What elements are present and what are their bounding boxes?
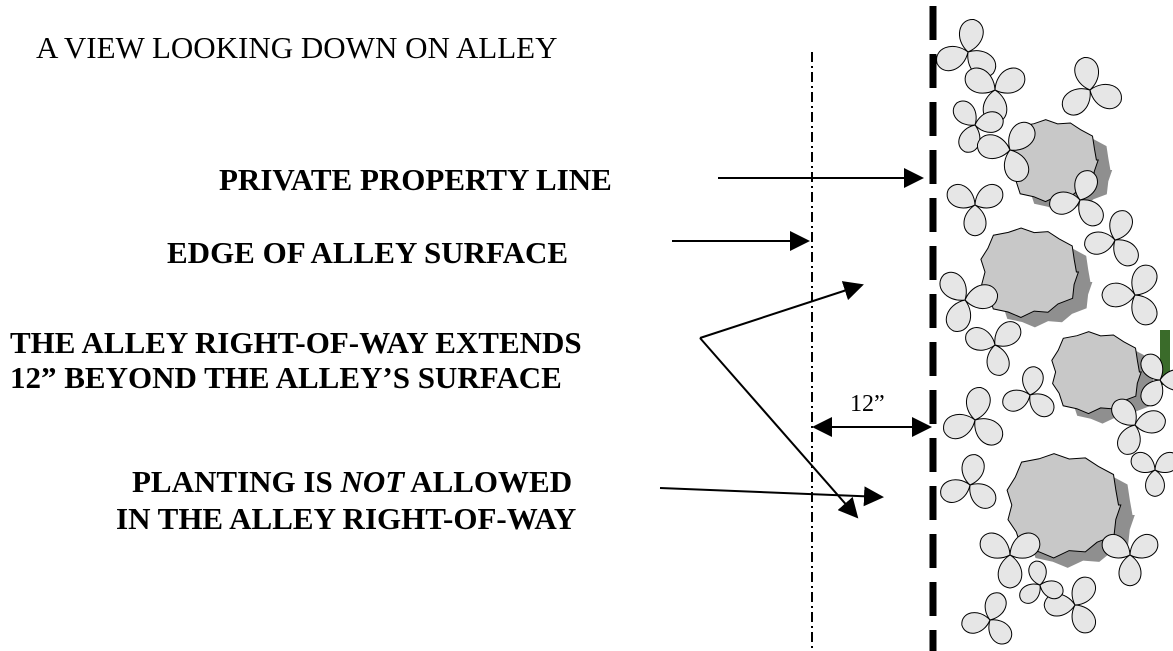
leaf-cluster-16 [940,454,997,509]
label-planting-line1: PLANTING IS NOT ALLOWED [132,466,572,497]
label-property-line: PRIVATE PROPERTY LINE [219,162,612,197]
leaf-cluster-11 [1101,264,1158,326]
shrub-3 [1051,331,1156,424]
dimension-label: 12” [850,391,885,417]
planting-text-not: NOT [340,464,405,499]
leaf-cluster-12 [1002,366,1055,418]
leaf-cluster-13 [943,386,1004,446]
label-alley-edge: EDGE OF ALLEY SURFACE [167,235,569,270]
label-row-line1: THE ALLEY RIGHT-OF-WAY EXTENDS [10,325,582,360]
leaf-cluster-19 [961,592,1013,645]
leaf-cluster-3 [952,100,1004,153]
leaf-cluster-1 [936,18,997,78]
leaf-cluster-15 [1140,353,1173,407]
planting-text-a: PLANTING IS [132,464,341,499]
leaf-cluster-18 [1101,534,1159,587]
leaf-cluster-10 [965,321,1022,376]
leaf-cluster-14 [1111,398,1166,455]
planting-text-b: ALLOWED [404,464,573,499]
arrow-right-of-way-upper [699,281,864,339]
label-row-line2: 12” BEYOND THE ALLEY’S SURFACE [10,360,562,395]
leaf-cluster-22 [1019,560,1064,604]
leaf-cluster-9 [939,271,999,332]
shrub-4 [1006,453,1135,568]
arrow-planting [659,486,884,507]
shrub-2 [980,227,1093,328]
leaf-cluster-6 [946,184,1004,237]
leaf-cluster-8 [1084,210,1139,267]
shrub-accent [1160,330,1170,385]
leaf-cluster-17 [979,532,1041,589]
diagram-title: A VIEW LOOKING DOWN ON ALLEY [36,30,558,65]
arrow-right-of-way-lower [699,337,859,519]
leaf-cluster-4 [976,121,1036,182]
label-planting-line2: IN THE ALLEY RIGHT-OF-WAY [116,501,577,536]
leaf-cluster-7 [1049,170,1104,227]
leaf-cluster-20 [1043,576,1096,634]
leaf-cluster-5 [1061,56,1122,116]
plantings-group [936,18,1173,645]
